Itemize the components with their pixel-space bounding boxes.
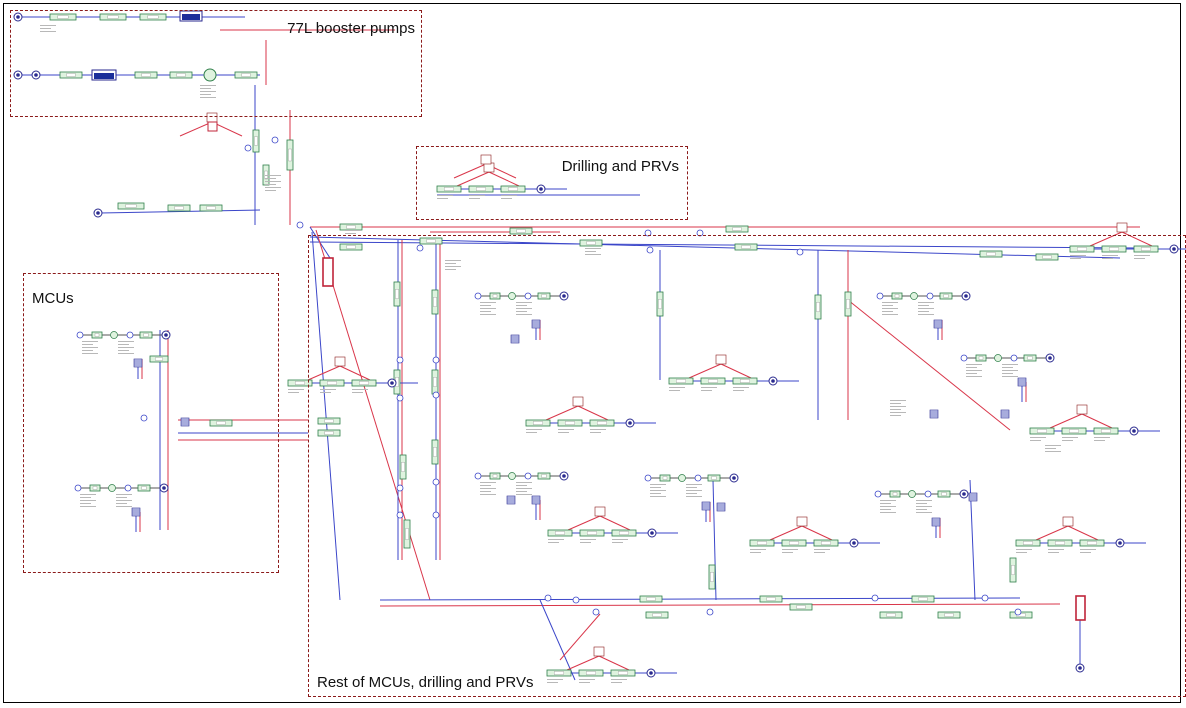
annotation-line	[265, 187, 281, 188]
pipe-component-inner	[126, 205, 136, 208]
junction-node	[272, 137, 278, 143]
junction-node	[245, 145, 251, 151]
pipe-component-inner	[295, 382, 305, 385]
pipe-component-inner	[255, 137, 258, 146]
pipe-component-inner	[207, 207, 216, 210]
annotation-line	[345, 233, 356, 234]
annotation-line	[265, 175, 281, 176]
region-label-mcus: MCUs	[32, 290, 74, 307]
region-label-drilling: Drilling and PRVs	[562, 158, 679, 175]
pipe-component-inner	[347, 226, 356, 229]
junction-node	[297, 222, 303, 228]
boundary-node-core	[96, 211, 100, 215]
region-booster-pumps: 77L booster pumps	[10, 10, 422, 117]
pipe-component-inner	[289, 149, 292, 161]
controller-box	[1117, 223, 1127, 232]
region-mcus: MCUs	[23, 273, 279, 573]
pipe-component-inner	[517, 230, 526, 233]
region-drilling: Drilling and PRVs	[416, 146, 688, 220]
control-signal	[180, 122, 212, 136]
annotation-line	[265, 181, 281, 182]
annotation-line	[345, 230, 361, 231]
prv-controller	[208, 122, 217, 131]
annotation-line	[265, 190, 276, 191]
region-label-booster-pumps: 77L booster pumps	[287, 20, 415, 37]
region-label-rest: Rest of MCUs, drilling and PRVs	[317, 674, 533, 691]
region-rest: Rest of MCUs, drilling and PRVs	[308, 235, 1186, 697]
pipe-component-inner	[733, 228, 742, 231]
annotation-line	[265, 184, 276, 185]
annotation-line	[288, 389, 304, 390]
pipe-component-inner	[175, 207, 184, 210]
annotation-line	[265, 178, 276, 179]
annotation-line	[288, 392, 299, 393]
